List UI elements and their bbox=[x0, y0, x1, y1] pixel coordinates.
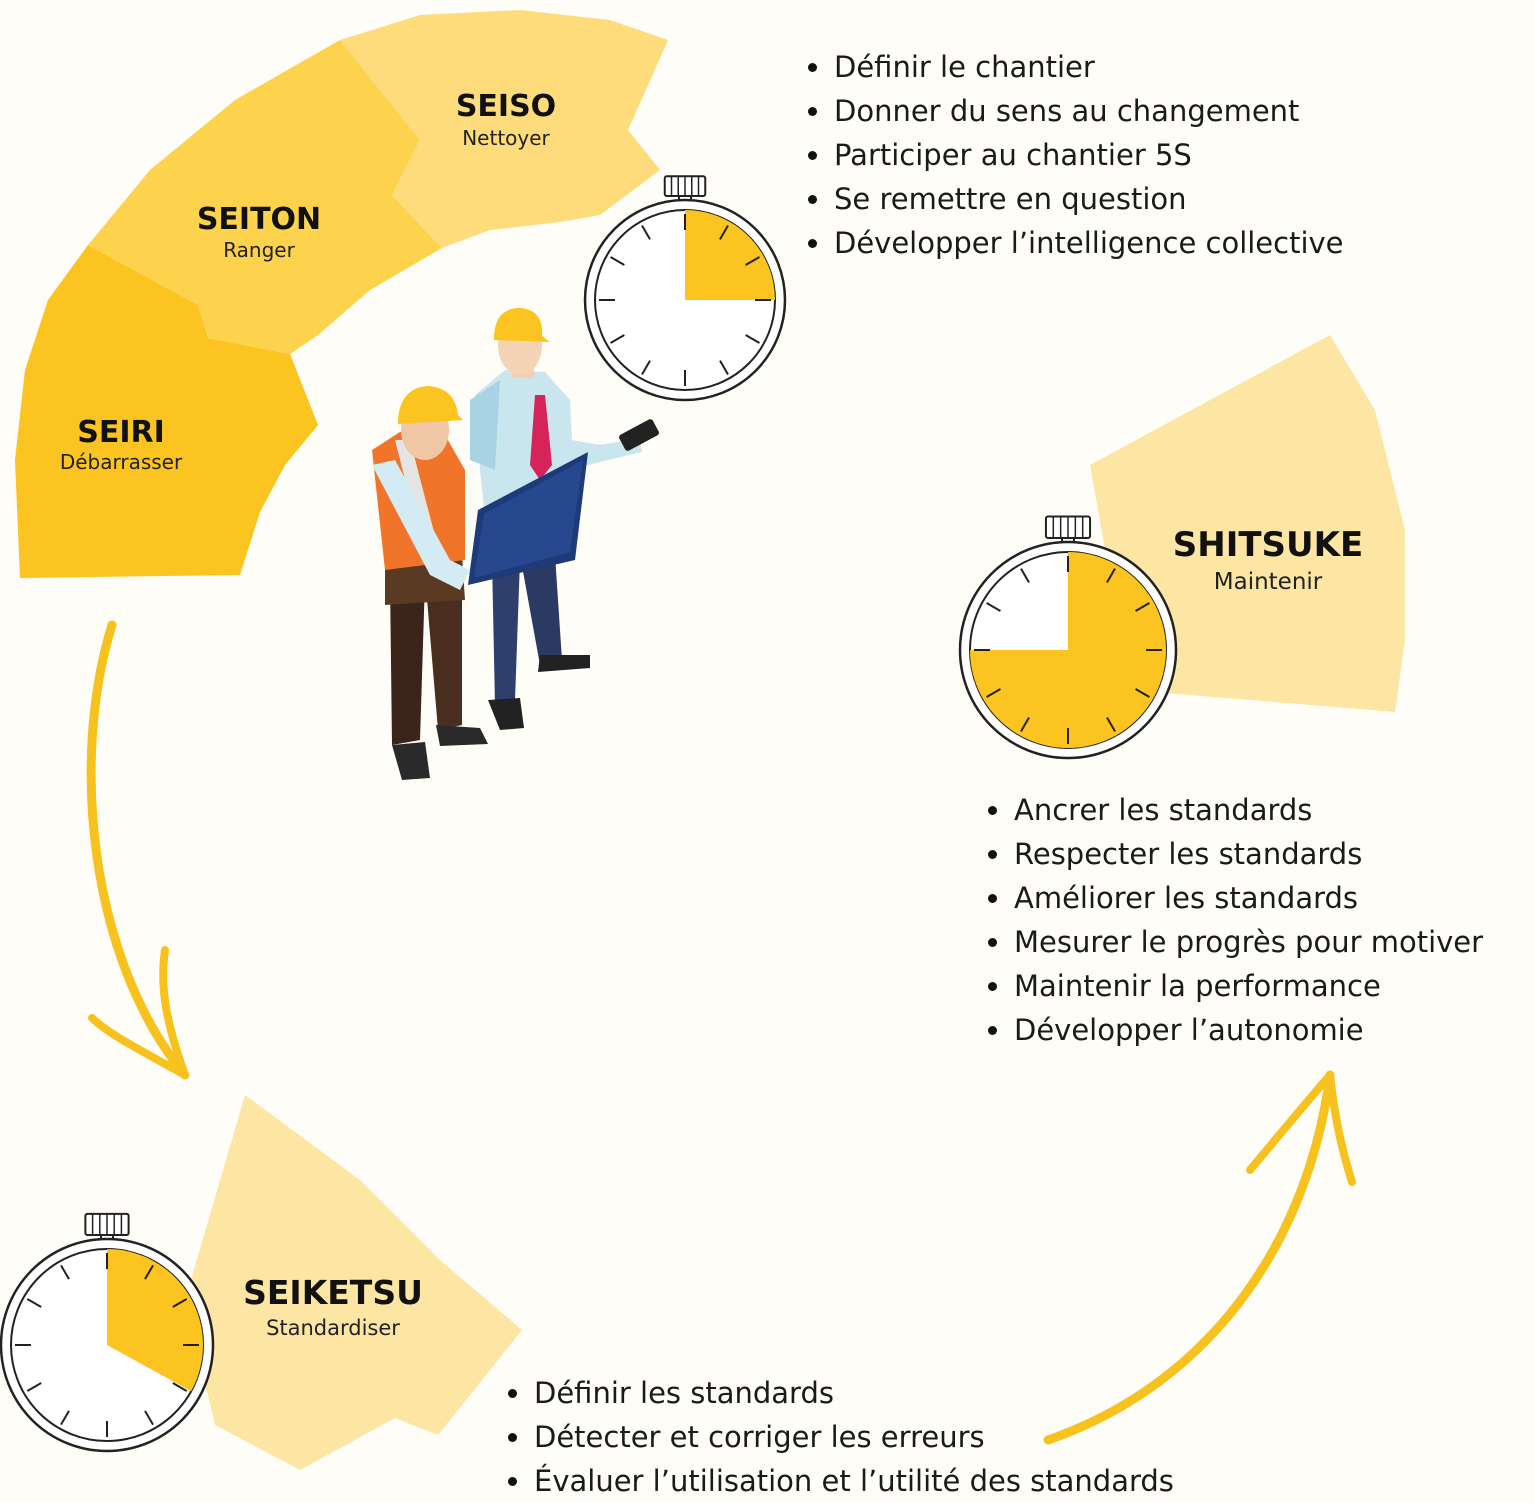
list-item: Développer l’autonomie bbox=[987, 1008, 1483, 1052]
seiso-title: SEISO bbox=[456, 89, 556, 124]
sector-seiketsu bbox=[185, 1095, 522, 1470]
list-item: Définir le chantier bbox=[808, 45, 1344, 89]
stopwatch-icon bbox=[583, 175, 787, 402]
list-item: Maintenir la performance bbox=[987, 964, 1483, 1008]
sector-seiri bbox=[15, 245, 318, 578]
list-item: Mesurer le progrès pour motiver bbox=[987, 920, 1483, 964]
stopwatch-icon bbox=[0, 1212, 215, 1453]
sector-seiso bbox=[340, 10, 668, 248]
list-item: Donner du sens au changement bbox=[808, 89, 1344, 133]
timer-progress-fill bbox=[970, 552, 1166, 748]
list-item: Améliorer les standards bbox=[987, 876, 1483, 920]
clipboard bbox=[468, 452, 588, 585]
shitsuke-subtitle: Maintenir bbox=[1214, 569, 1323, 595]
seiton-title: SEITON bbox=[197, 202, 321, 237]
seiri-subtitle: Débarrasser bbox=[60, 450, 183, 474]
shitsuke-title: SHITSUKE bbox=[1173, 525, 1363, 565]
list-item: Évaluer l’utilisation et l’utilité des s… bbox=[508, 1459, 1174, 1503]
curved-arrow-icon bbox=[1043, 1070, 1356, 1445]
seiketsu-subtitle: Standardiser bbox=[266, 1316, 400, 1340]
worker-figure bbox=[372, 386, 488, 780]
timer-progress-fill bbox=[685, 210, 775, 300]
workers-illustration bbox=[372, 308, 659, 780]
sector-seiton bbox=[88, 40, 442, 354]
seiton-subtitle: Ranger bbox=[223, 238, 295, 262]
top-arc bbox=[15, 10, 668, 578]
list-item: Détecter et corriger les erreurs bbox=[508, 1415, 1174, 1459]
timer-progress-fill bbox=[107, 1249, 204, 1392]
curved-arrow-icon bbox=[86, 620, 190, 1080]
seiri-title: SEIRI bbox=[77, 415, 165, 450]
seiso-subtitle: Nettoyer bbox=[462, 126, 550, 150]
list-item: Participer au chantier 5S bbox=[808, 133, 1344, 177]
stopwatch-icon bbox=[958, 515, 1178, 760]
list-item: Respecter les standards bbox=[987, 832, 1483, 876]
list-item: Se remettre en question bbox=[808, 177, 1344, 221]
seiketsu-title: SEIKETSU bbox=[243, 1273, 423, 1312]
list-item: Ancrer les standards bbox=[987, 788, 1483, 832]
list-item: Développer l’intelligence collective bbox=[808, 221, 1344, 265]
list-item: Définir les standards bbox=[508, 1371, 1174, 1415]
